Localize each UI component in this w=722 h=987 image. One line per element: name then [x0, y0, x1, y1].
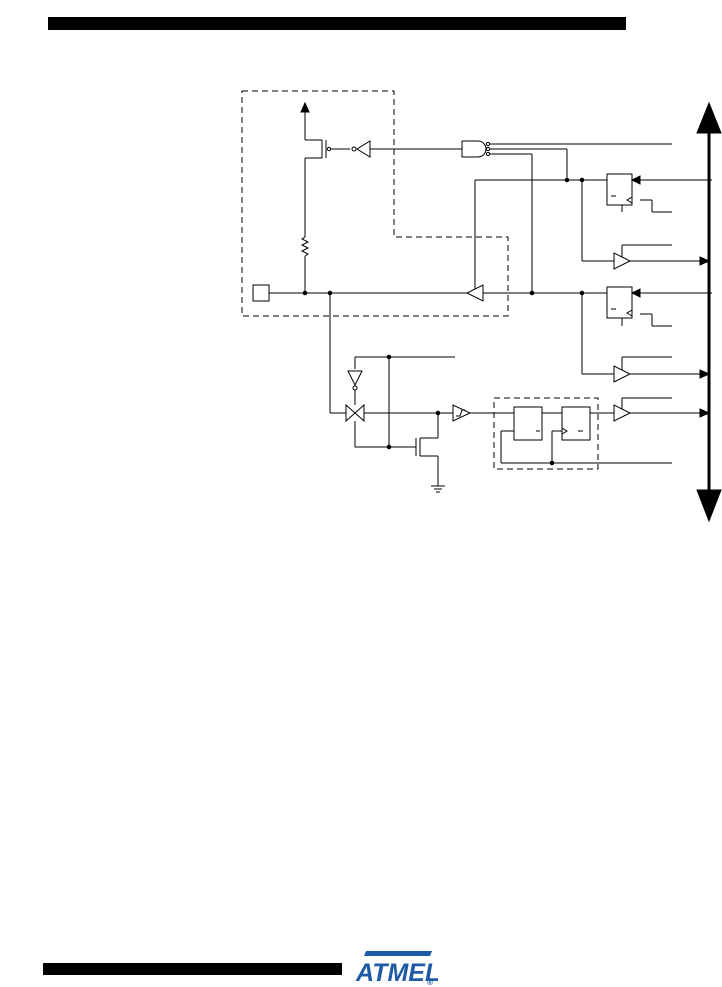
pullup-region-boundary: [241, 90, 509, 317]
header-rule: [48, 17, 626, 30]
bus-up-arrow-icon: [696, 101, 722, 134]
io-pin-pad: [252, 284, 270, 302]
logo-wordmark: ATMEL: [355, 959, 438, 986]
synchronizer-region-boundary: [493, 397, 599, 470]
vcc-arrow-icon: [300, 101, 310, 113]
registered-mark: ®: [427, 978, 433, 986]
transmission-gate-icon: [345, 403, 356, 423]
pullup-resistor-icon: [300, 236, 310, 257]
bus-down-arrow-icon: [696, 489, 722, 523]
atmel-logo: ATMEL ®: [355, 951, 438, 986]
sleep-inverter-icon: [347, 370, 363, 387]
footer-rule: [43, 963, 342, 975]
sync-flipflop-icon: [561, 406, 591, 441]
and-gate-icon: [461, 140, 487, 158]
register-ddr-icon: [606, 173, 633, 206]
sync-latch-icon: [513, 406, 543, 441]
pullup-inverter-icon: [356, 140, 371, 158]
